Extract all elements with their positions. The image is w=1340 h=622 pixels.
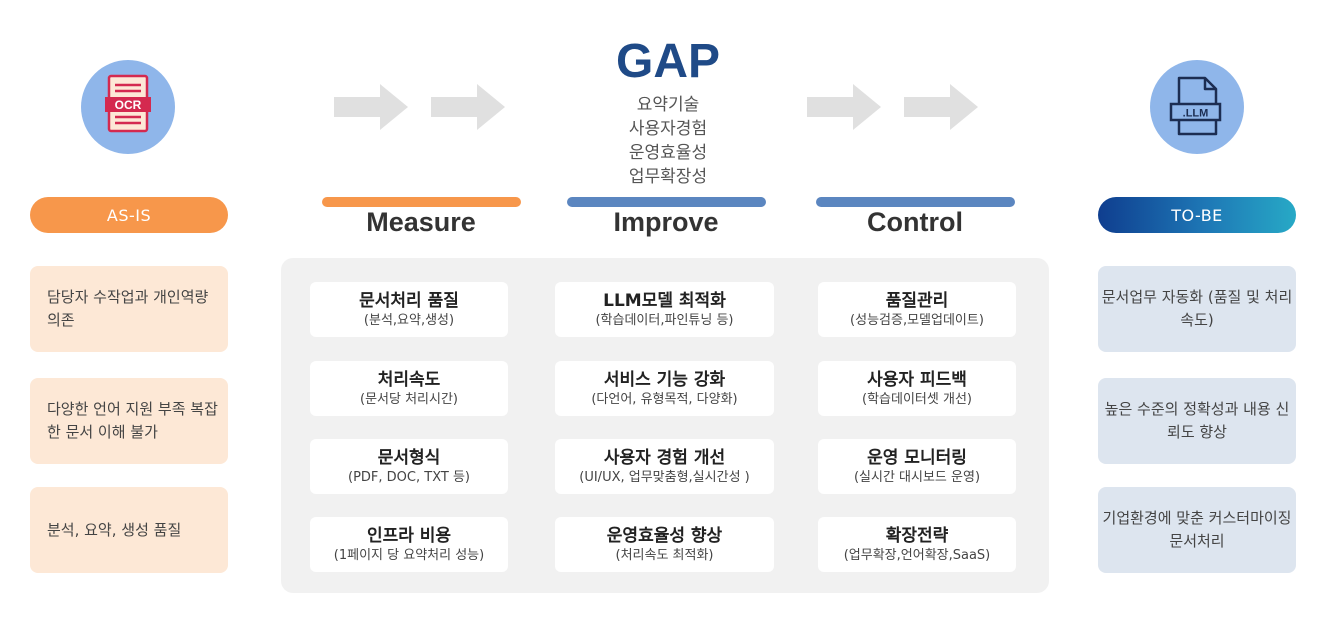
phase-title-control: Control bbox=[867, 207, 963, 237]
llm-document-icon: .LLM bbox=[1150, 60, 1244, 154]
control-card: 사용자 피드백 (학습데이터셋 개선) bbox=[818, 361, 1016, 416]
right-arrow-icon bbox=[904, 84, 978, 130]
as-is-label: AS-IS bbox=[30, 197, 228, 233]
gap-title: GAP bbox=[615, 35, 720, 88]
to-be-item: 높은 수준의 정확성과 내용 신뢰도 향상 bbox=[1098, 378, 1296, 464]
improve-card: 운영효율성 향상 (처리속도 최적화) bbox=[555, 517, 774, 572]
phase-title-improve: Improve bbox=[613, 207, 719, 237]
right-arrow-icon bbox=[334, 84, 408, 130]
measure-bar bbox=[322, 197, 521, 207]
to-be-item: 문서업무 자동화 (품질 및 처리속도) bbox=[1098, 266, 1296, 352]
as-is-item: 분석, 요약, 생성 품질 bbox=[30, 487, 228, 573]
measure-card: 문서형식 (PDF, DOC, TXT 등) bbox=[310, 439, 508, 494]
right-arrow-icon bbox=[807, 84, 881, 130]
measure-card: 처리속도 (문서당 처리시간) bbox=[310, 361, 508, 416]
measure-card: 인프라 비용 (1페이지 당 요약처리 성능) bbox=[310, 517, 508, 572]
to-be-label: TO-BE bbox=[1098, 197, 1296, 233]
phase-title-measure: Measure bbox=[366, 207, 476, 237]
control-card: 품질관리 (성능검증,모델업데이트) bbox=[818, 282, 1016, 337]
gap-item: 운영효율성 bbox=[628, 143, 708, 163]
improve-card: 서비스 기능 강화 (다언어, 유형목적, 다양화) bbox=[555, 361, 774, 416]
measure-card: 문서처리 품질 (분석,요약,생성) bbox=[310, 282, 508, 337]
improve-card: LLM모델 최적화 (학습데이터,파인튜닝 등) bbox=[555, 282, 774, 337]
control-card: 운영 모니터링 (실시간 대시보드 운영) bbox=[818, 439, 1016, 494]
ocr-icon-text: OCR bbox=[115, 98, 142, 112]
llm-icon-text: .LLM bbox=[1183, 108, 1209, 120]
gap-item: 업무확장성 bbox=[628, 167, 708, 187]
control-card: 확장전략 (업무확장,언어확장,SaaS) bbox=[818, 517, 1016, 572]
improve-bar bbox=[567, 197, 766, 207]
as-is-item: 담당자 수작업과 개인역량 의존 bbox=[30, 266, 228, 352]
as-is-item: 다양한 언어 지원 부족 복잡한 문서 이해 불가 bbox=[30, 378, 228, 464]
gap-item: 요약기술 bbox=[636, 95, 700, 115]
right-arrow-icon bbox=[431, 84, 505, 130]
to-be-item: 기업환경에 맞춘 커스터마이징 문서처리 bbox=[1098, 487, 1296, 573]
control-bar bbox=[816, 197, 1015, 207]
gap-item: 사용자경험 bbox=[628, 119, 708, 139]
improve-card: 사용자 경험 개선 (UI/UX, 업무맞춤형,실시간성 ) bbox=[555, 439, 774, 494]
ocr-document-icon: OCR bbox=[81, 60, 175, 154]
